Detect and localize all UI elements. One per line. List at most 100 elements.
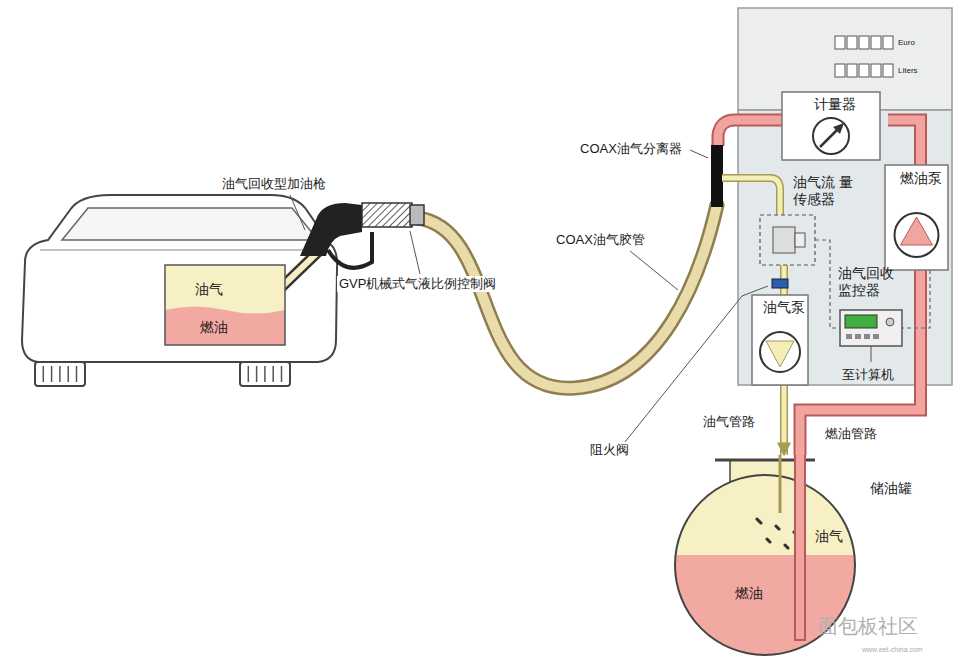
coax-separator (711, 145, 723, 207)
fuel-pump-box-shape-part (901, 217, 933, 245)
node-label: 油气回收 监控器 (838, 265, 902, 299)
storage-tank-shape-part (675, 555, 855, 665)
fuel-pipe (888, 120, 921, 165)
storage-tank-shape-part (796, 455, 804, 639)
storage-tank-shape-part (767, 539, 770, 542)
storage-tank-shape-part (786, 546, 789, 549)
vapor-monitor-shape-part (845, 315, 877, 328)
hose-part (418, 205, 717, 388)
meter-box-shape-part (833, 123, 844, 134)
node-label: 油气 (195, 281, 223, 298)
car-body-part (35, 362, 85, 386)
pipe-name: 油气管路 (703, 414, 755, 430)
storage-tank-shape-part (777, 527, 780, 530)
vapor-flow-sensor-shape-part (760, 215, 815, 265)
node-label: 燃油泵 (885, 170, 956, 187)
vapor-monitor-shape-part (840, 310, 902, 346)
vapor-line (722, 178, 780, 215)
display-digits-part (871, 36, 881, 49)
leader-lines-part (690, 150, 708, 158)
display-digits-part (847, 64, 857, 77)
arrow-head (784, 385, 785, 455)
vapor-monitor-shape-part (873, 334, 879, 339)
vapor-pipe (784, 385, 785, 455)
display-digits-part (883, 64, 893, 77)
display-digits-part (859, 36, 869, 49)
dash-pipe (902, 270, 930, 328)
flame-arrester (772, 279, 788, 288)
meter-pipe (718, 120, 782, 146)
vapor-flow-sensor-shape-part (795, 233, 805, 247)
part-name: 油气回收型加油枪 (222, 176, 326, 192)
vapor-monitor: 油气回收 监控器 (840, 310, 902, 346)
vapor-monitor-shape-part (846, 334, 852, 339)
tyre-treads-part (51, 366, 53, 382)
leader-lines-part (625, 286, 768, 442)
car-body (22, 195, 337, 386)
display-unit: Euro (898, 38, 915, 48)
watermark: www.eet-china.com (862, 646, 923, 654)
car-body-part (62, 208, 318, 240)
car-body-part (240, 362, 290, 386)
part-name: GVP机械式气液比例控制阀 (337, 276, 498, 292)
display-digits-part (871, 64, 881, 77)
nozzle-part (410, 205, 424, 225)
vapor-line-part (722, 178, 780, 215)
tyre-treads-part (264, 366, 266, 382)
watermark: 面包板社区 (818, 614, 918, 638)
node-label: 油气 (815, 528, 843, 545)
car-fuel-tank: 油气燃油 (165, 265, 285, 345)
nozzle-part (300, 203, 362, 256)
leader-lines-part (630, 251, 678, 290)
display-digits-part (859, 64, 869, 77)
part-name: 阻火阀 (590, 442, 629, 458)
vapor-pump-box: 油气泵 (752, 295, 816, 385)
dash-pipe (815, 240, 840, 328)
tyre-treads-part (256, 366, 258, 382)
signal-note: 至计算机 (842, 367, 894, 383)
pipe-line (782, 385, 787, 455)
vapor-monitor-shape (840, 310, 902, 346)
display-digits-part (835, 36, 845, 49)
storage-tank-shape-part (794, 455, 806, 641)
meter-pipe-part (718, 120, 782, 146)
vapor-monitor-shape-part (855, 334, 861, 339)
storage-tank-shape-part (758, 520, 761, 523)
car-body-part (40, 250, 320, 251)
part-name: COAX油气分离器 (580, 141, 682, 157)
tyre-treads-part (76, 366, 78, 382)
storage-tank-shape-part (779, 455, 782, 513)
hose (418, 205, 717, 388)
car-fuel-tank-shape-part (165, 265, 285, 345)
part-name: COAX油气胶管 (556, 232, 645, 248)
vapor-pump-box-shape-part (760, 332, 800, 372)
vapor-monitor-shape-part (886, 318, 894, 326)
storage-tank-shape-part (768, 540, 771, 543)
node-label: 储油罐 (870, 480, 912, 497)
leader-lines-part (290, 195, 305, 230)
node-label: 计量器 (782, 96, 888, 113)
display-digits-part (847, 36, 857, 49)
meter-box: 计量器 (782, 92, 888, 160)
display-digits (835, 36, 893, 77)
storage-tank-shape-part (785, 545, 788, 548)
leader-lines-part (410, 231, 420, 274)
vapor-monitor-shape-part (864, 334, 870, 339)
display-unit: Liters (898, 66, 918, 76)
node-label: 燃油 (200, 319, 228, 336)
hose-part (418, 205, 717, 388)
tyre-treads-part (248, 366, 250, 382)
tyre-treads (43, 366, 281, 382)
leader-lines-part (871, 346, 872, 362)
vapor-pump-box-shape-part (766, 341, 794, 367)
car-fuel-tank-shape-part (165, 307, 285, 346)
storage-tank-shape-part (759, 521, 762, 524)
pipe-outline (780, 385, 788, 455)
pipe-line (888, 120, 921, 165)
nozzle-part (328, 232, 372, 268)
node-label: 油气流 量传感器 (793, 174, 855, 208)
storage-tank-shape-part (776, 526, 779, 529)
nozzle-part (362, 203, 412, 227)
fuel-pump-box-shape-part (895, 213, 939, 257)
pipe-line (902, 270, 930, 328)
